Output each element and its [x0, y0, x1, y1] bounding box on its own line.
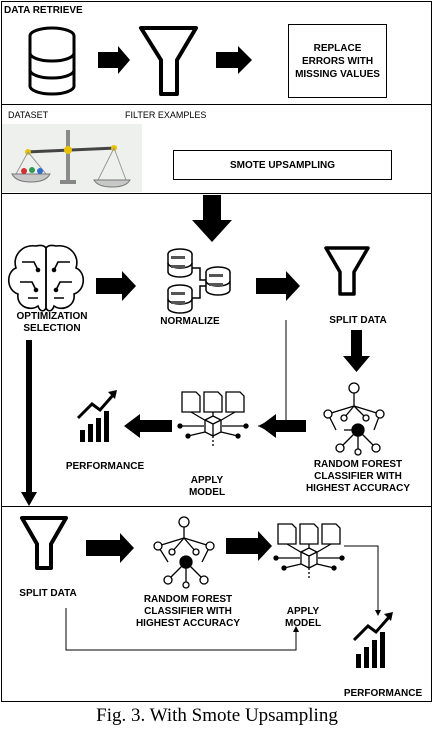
bottom-performance-label: PERFORMANCE: [343, 688, 423, 699]
smote-upsampling-box: SMOTE UPSAMPLING: [173, 150, 392, 180]
figure-caption: Fig. 3. With Smote Upsampling: [96, 705, 338, 726]
normalize-label: NORMALIZE: [160, 316, 220, 327]
random-forest-label: RANDOM FOREST CLASSIFIER WITH HIGHEST AC…: [305, 459, 411, 494]
apply-model-label: APPLY MODEL: [188, 475, 226, 498]
filter-examples-label: FILTER EXAMPLES: [125, 110, 207, 120]
bottom-apply-model-label: APPLY MODEL: [284, 606, 322, 629]
performance-label: PERFORMANCE: [65, 461, 145, 472]
split-data-label: SPLIT DATA: [329, 315, 387, 326]
data-retrieve-title: DATA RETRIEVE: [4, 5, 83, 16]
replace-errors-box: REPLACE ERRORS WITH MISSING VALUES: [288, 24, 387, 98]
bottom-random-forest-label: RANDOM FOREST CLASSIFIER WITH HIGHEST AC…: [135, 594, 241, 629]
dataset-label: DATASET: [8, 110, 49, 120]
bottom-split-data-label: SPLIT DATA: [19, 588, 77, 599]
optimization-selection-label: OPTIMIZATION SELECTION: [16, 311, 88, 334]
